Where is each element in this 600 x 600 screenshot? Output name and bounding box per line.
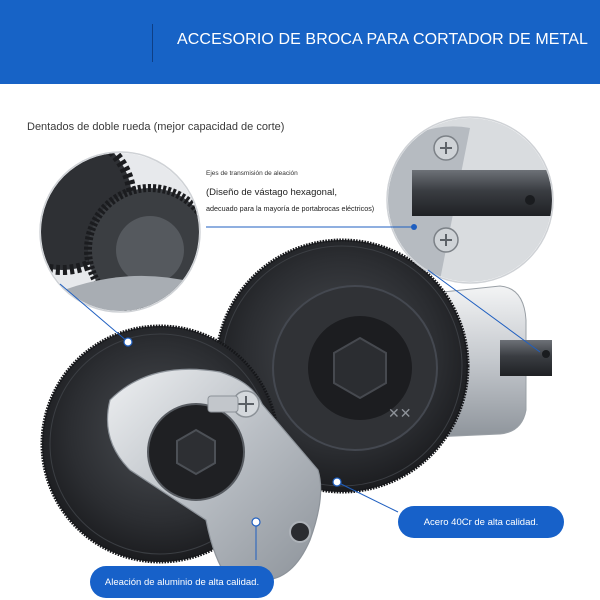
arm-pivot-hole — [289, 521, 311, 543]
callout-leaders — [59, 226, 541, 560]
header-divider — [152, 24, 153, 62]
dot-gear — [123, 337, 133, 347]
hex-bolt-rear — [333, 336, 387, 400]
stamp-mark: ✕✕ — [388, 405, 411, 421]
callout-shaft-line2: adecuado para la mayoría de portabrocas … — [206, 204, 375, 213]
callout-aluminum-badge: Aleación de aluminio de alta calidad. — [90, 566, 274, 598]
hex-bolt-front — [176, 428, 216, 476]
leader-shaft-end — [427, 269, 541, 353]
header-title: ACCESORIO DE BROCA PARA CORTADOR DE META… — [177, 31, 588, 48]
front-cutting-wheel — [40, 324, 322, 581]
dot-shaft — [411, 224, 417, 230]
callout-steel-badge: Acero 40Cr de alta calidad. — [398, 506, 564, 538]
leader-steel — [336, 481, 399, 513]
zoom-gear-teeth — [39, 151, 201, 313]
callout-gear-teeth: Dentados de doble rueda (mejor capacidad… — [27, 121, 285, 133]
header-banner: ACCESORIO DE BROCA PARA CORTADOR DE META… — [0, 0, 600, 84]
hex-shaft-end — [500, 340, 552, 376]
dot-steel — [332, 477, 342, 487]
callout-shaft-title: Ejes de transmisión de aleación — [206, 170, 298, 177]
callout-shaft-line1: (Diseño de vástago hexagonal, — [206, 187, 337, 198]
callout-aluminum-text: Aleación de aluminio de alta calidad. — [104, 576, 260, 588]
leader-gear — [59, 283, 129, 343]
zoom-hex-shaft — [386, 116, 554, 284]
shaft-end-dot — [542, 350, 550, 358]
dot-aluminum — [251, 517, 261, 527]
callout-steel-text: Acero 40Cr de alta calidad. — [423, 516, 539, 528]
